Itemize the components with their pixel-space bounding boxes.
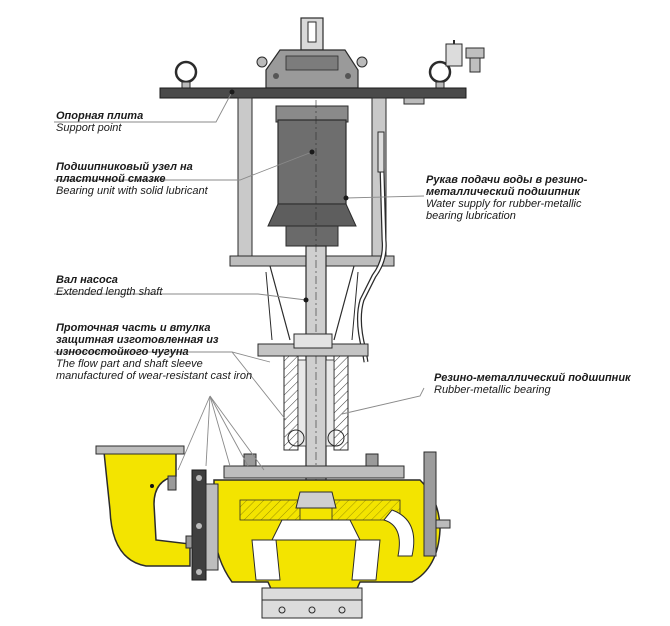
leader-lines (54, 91, 425, 471)
suction-housing (261, 587, 363, 619)
label-water-supply: Рукав подачи воды в резино- металлически… (426, 174, 587, 222)
support-plate (159, 87, 467, 105)
label-shaft-ru: Вал насоса (56, 274, 118, 286)
discharge-elbow (95, 445, 191, 567)
top-shaft (300, 17, 324, 51)
label-rubber-bearing-ru: Резино-металлический подшипник (434, 372, 631, 384)
pump-casing (213, 451, 451, 601)
label-rubber-bearing-en: Rubber-metallic bearing (434, 384, 551, 396)
label-shaft-en: Extended length shaft (56, 286, 163, 298)
label-flow-part: Проточная часть и втулка защитная изгото… (56, 322, 252, 382)
label-rubber-bearing: Резино-металлический подшипник Rubber-me… (434, 372, 631, 396)
label-water-supply-en: Water supply for rubber-metallic bearing… (426, 198, 582, 222)
label-bearing-unit: Подшипниковый узел на пластичной смазке … (56, 161, 208, 197)
label-support-plate: Опорная плита Support point (56, 110, 143, 134)
label-support-plate-en: Support point (56, 122, 122, 134)
water-supply-hose (356, 131, 387, 363)
label-flow-part-en: The flow part and shaft sleeve manufactu… (56, 358, 253, 382)
column-struts (265, 265, 359, 341)
label-water-supply-ru: Рукав подачи воды в резино- металлически… (426, 174, 588, 198)
valve-icon (445, 40, 485, 73)
leader-dots (229, 89, 349, 303)
label-bearing-unit-ru: Подшипниковый узел на пластичной смазке (56, 161, 193, 185)
coupling-housing (256, 49, 368, 89)
label-flow-part-ru: Проточная часть и втулка защитная изгото… (56, 322, 219, 358)
label-support-plate-ru: Опорная плита (56, 110, 144, 122)
discharge-flange (191, 469, 219, 581)
bearing-unit (267, 105, 357, 247)
bolt-icon (185, 535, 193, 549)
label-shaft: Вал насоса Extended length shaft (56, 274, 162, 298)
label-bearing-unit-en: Bearing unit with solid lubricant (56, 185, 208, 197)
middle-flange (257, 333, 369, 357)
column-pipe (283, 355, 349, 451)
bolt-icon (167, 475, 177, 491)
lifting-eye-icon (174, 60, 198, 91)
